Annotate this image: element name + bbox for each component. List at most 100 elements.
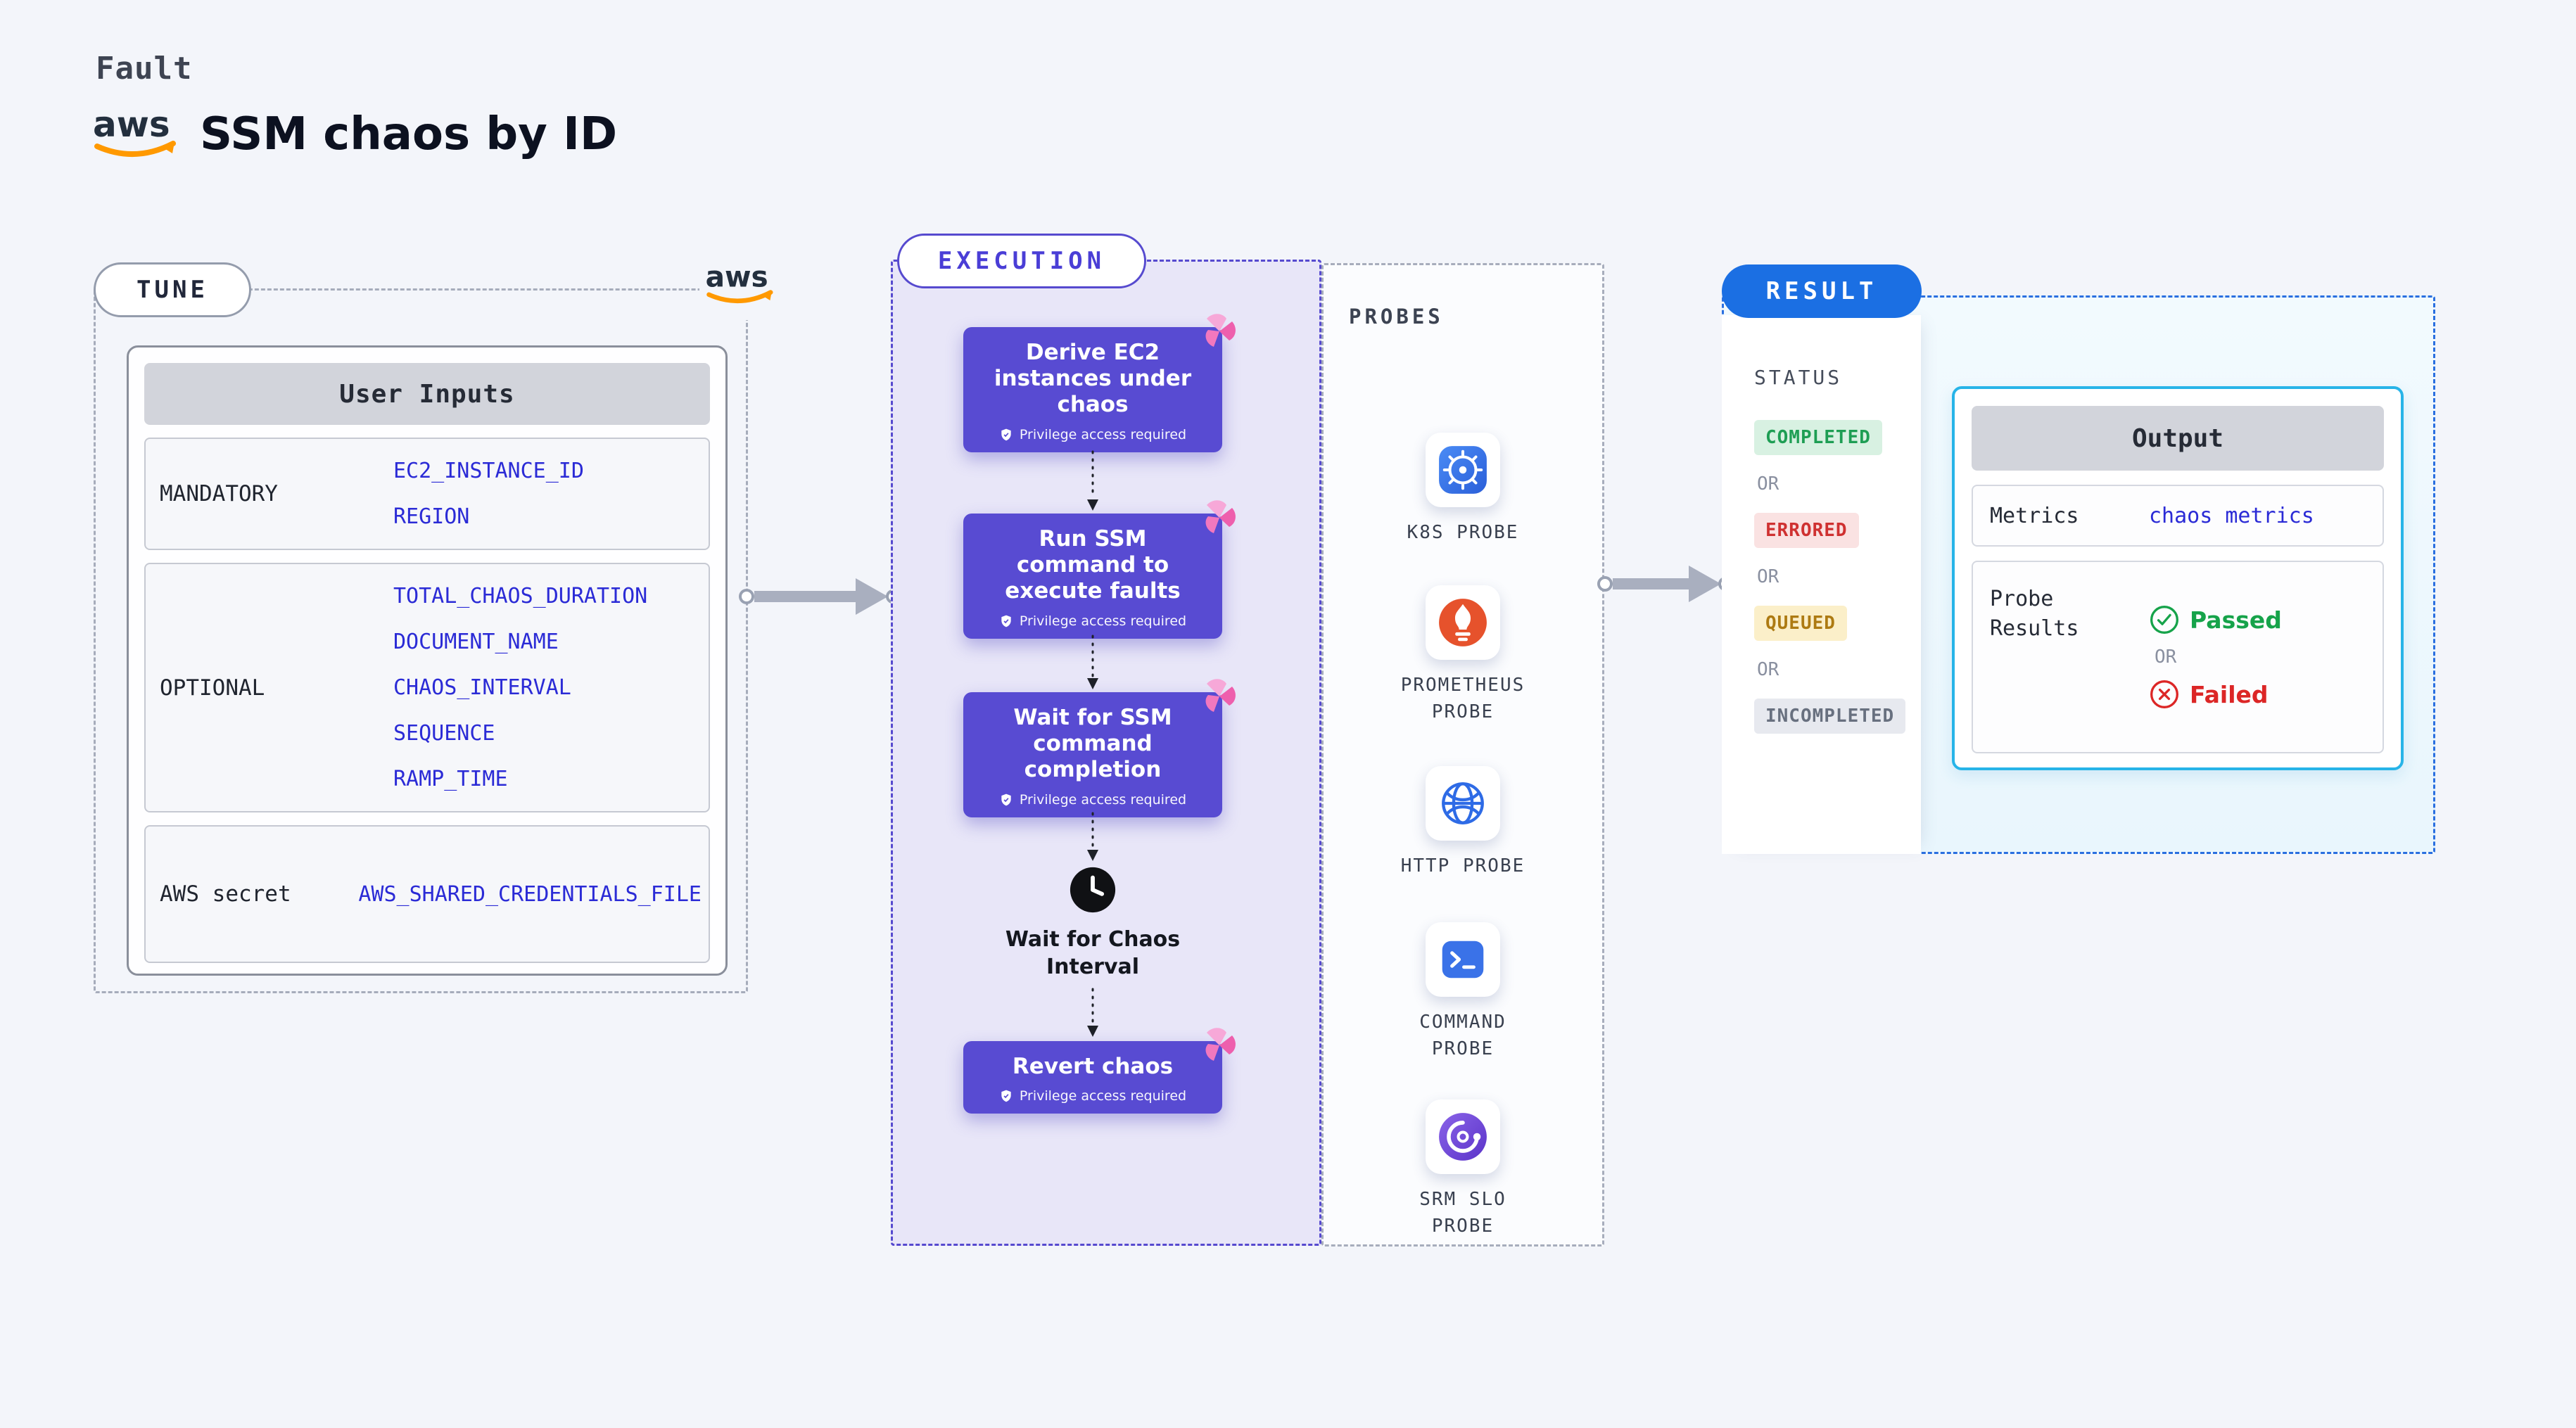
optional-values: TOTAL_CHAOS_DURATION DOCUMENT_NAME CHAOS… (343, 564, 709, 811)
aws-logo-icon: aws (699, 250, 782, 320)
svg-text:aws: aws (93, 104, 170, 145)
privilege-badge: Privilege access required (977, 427, 1208, 442)
step-run-ssm-command: Run SSM command to execute faults Privil… (963, 500, 1236, 639)
clock-icon (1068, 865, 1117, 914)
or-label: OR (1757, 659, 1779, 680)
probe-results-values: Passed OR Failed (2149, 576, 2366, 738)
optional-row: OPTIONAL TOTAL_CHAOS_DURATION DOCUMENT_N… (144, 563, 710, 812)
status-title: STATUS (1754, 366, 1843, 389)
probe-results-row: Probe Results Passed OR Failed (1972, 561, 2384, 753)
step-connector-arrow (1087, 988, 1098, 1037)
probe-http: HTTP PROBE (1324, 766, 1602, 880)
probe-name: PROMETHEUS PROBE (1400, 675, 1525, 722)
param-value: DOCUMENT_NAME (393, 630, 559, 654)
step-title: Run SSM command to execute faults (1005, 526, 1181, 604)
output-title: Output (1972, 406, 2384, 471)
step-title: Wait for SSM command completion (1013, 705, 1172, 783)
param-value: REGION (393, 504, 470, 529)
kubernetes-icon (1426, 433, 1500, 507)
privilege-badge-text: Privilege access required (1019, 791, 1187, 808)
probes-title: PROBES (1349, 305, 1444, 329)
step-connector-arrow (1087, 812, 1098, 861)
tune-to-execution-arrow (739, 578, 900, 615)
mandatory-values: EC2_INSTANCE_ID REGION (343, 439, 709, 549)
status-badge-incompleted: INCOMPLETED (1754, 699, 1906, 734)
page-header: aws SSM chaos by ID (91, 104, 617, 165)
or-label: OR (1757, 473, 1779, 495)
or-label: OR (1757, 566, 1779, 587)
probe-k8s: K8S PROBE (1324, 433, 1602, 547)
step-derive-instances: Derive EC2 instances under chaos Privile… (963, 314, 1236, 452)
mandatory-label: MANDATORY (160, 481, 278, 506)
failed-line: Failed (2149, 679, 2366, 710)
probe-results-label: Probe Results (1990, 587, 2079, 641)
failed-label: Failed (2190, 680, 2269, 708)
passed-line: Passed (2149, 604, 2366, 635)
chaos-icon (1205, 1028, 1236, 1061)
chaos-icon (1205, 500, 1236, 533)
privilege-badge-text: Privilege access required (1019, 426, 1187, 442)
privilege-badge-text: Privilege access required (1019, 1088, 1187, 1104)
aws-secret-values: AWS_SHARED_CREDENTIALS_FILE (307, 827, 709, 962)
shield-icon (1001, 793, 1011, 805)
probe-name: K8S PROBE (1407, 522, 1519, 543)
x-circle-icon (2150, 680, 2178, 708)
privilege-badge: Privilege access required (977, 613, 1208, 629)
probe-name: SRM SLO PROBE (1419, 1189, 1506, 1237)
param-value: RAMP_TIME (393, 767, 508, 791)
tune-section: TUNE aws User Inputs MANDATORY EC2_INSTA… (94, 250, 782, 993)
param-value: EC2_INSTANCE_ID (393, 459, 584, 483)
aws-secret-label: AWS secret (160, 881, 291, 907)
probe-command: COMMAND PROBE (1324, 922, 1602, 1062)
wait-for-chaos-interval-label: Wait for Chaos Interval (1005, 927, 1181, 979)
optional-label: OPTIONAL (160, 675, 265, 701)
step-connector-arrow (1087, 450, 1098, 511)
metrics-row: Metrics chaos metrics (1972, 485, 2384, 547)
param-value: CHAOS_INTERVAL (393, 675, 571, 700)
probe-prometheus: PROMETHEUS PROBE (1324, 585, 1602, 725)
status-panel: STATUS COMPLETED OR ERRORED OR QUEUED OR… (1722, 315, 1921, 854)
page-title: SSM chaos by ID (200, 108, 618, 160)
srm-slo-icon (1426, 1099, 1500, 1174)
param-value: TOTAL_CHAOS_DURATION (393, 584, 648, 608)
shield-icon (1001, 428, 1011, 440)
output-card: Output Metrics chaos metrics Probe Resul… (1952, 386, 2404, 770)
step-revert-chaos: Revert chaos Privilege access required (963, 1028, 1236, 1114)
metrics-value: chaos metrics (2149, 503, 2314, 528)
user-inputs-card: User Inputs MANDATORY EC2_INSTANCE_ID RE… (127, 345, 728, 976)
step-title: Revert chaos (1012, 1054, 1174, 1079)
chaos-icon (1205, 314, 1236, 347)
probes-section: PROBES K8S PRO (1321, 263, 1604, 1247)
metrics-label: Metrics (1990, 503, 2079, 528)
mandatory-row: MANDATORY EC2_INSTANCE_ID REGION (144, 438, 710, 550)
status-badge-errored: ERRORED (1754, 513, 1859, 548)
step-wait-ssm-completion: Wait for SSM command completion Privileg… (963, 679, 1236, 817)
execution-to-result-arrow (1597, 566, 1732, 602)
check-circle-icon (2150, 606, 2178, 634)
shield-icon (1001, 615, 1011, 627)
privilege-badge-text: Privilege access required (1019, 613, 1187, 629)
status-badge-completed: COMPLETED (1754, 420, 1882, 455)
passed-label: Passed (2190, 606, 2282, 634)
chaos-icon (1205, 679, 1236, 712)
terminal-icon (1426, 922, 1500, 997)
tune-pill: TUNE (94, 262, 251, 317)
or-label: OR (2155, 646, 2177, 668)
aws-logo-icon: aws (91, 104, 182, 165)
step-connector-arrow (1087, 635, 1098, 689)
probe-srm-slo: SRM SLO PROBE (1324, 1099, 1602, 1239)
probe-name: COMMAND PROBE (1419, 1012, 1506, 1059)
result-pill: RESULT (1722, 264, 1922, 318)
step-title: Derive EC2 instances under chaos (994, 340, 1192, 418)
privilege-badge: Privilege access required (977, 1088, 1208, 1104)
param-value: AWS_SHARED_CREDENTIALS_FILE (358, 881, 702, 907)
shield-icon (1001, 1090, 1011, 1102)
status-badge-queued: QUEUED (1754, 606, 1847, 641)
execution-section: EXECUTION Derive EC2 instances under cha… (891, 234, 1321, 1246)
globe-icon (1426, 766, 1500, 841)
fault-kicker: Fault (96, 51, 193, 87)
execution-pill: EXECUTION (897, 234, 1146, 288)
status-badges: COMPLETED OR ERRORED OR QUEUED OR INCOMP… (1754, 420, 1921, 734)
svg-text:aws: aws (706, 260, 768, 293)
